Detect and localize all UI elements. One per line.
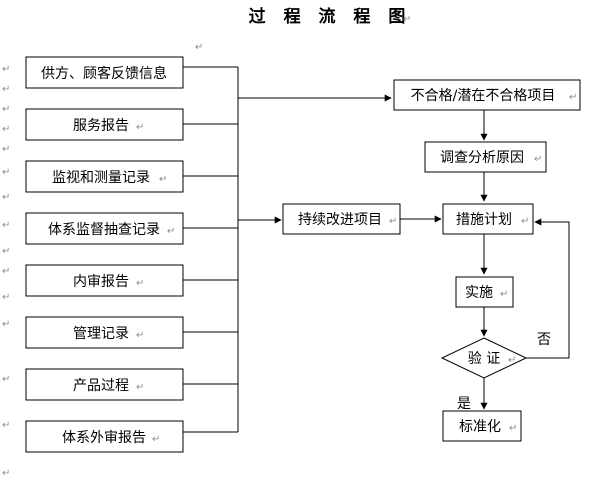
para-mark: ↵ xyxy=(136,278,144,289)
input-box-label: 产品过程 xyxy=(73,378,129,394)
input-box xyxy=(25,420,184,453)
para-mark: ↵ xyxy=(2,144,10,155)
input-box-label: 供方、顾客反馈信息 xyxy=(41,65,167,82)
input-box xyxy=(25,316,184,349)
input-boxes: 供方、顾客反馈信息 服务报告 ↵ 监视和测量记录 ↵ 体系监督抽查记录 ↵ 内审… xyxy=(25,56,184,453)
para-mark: ↵ xyxy=(521,216,529,227)
para-mark: ↵ xyxy=(2,192,10,203)
para-mark: ↵ xyxy=(389,216,397,227)
input-box-label: 体系监督抽查记录 xyxy=(48,222,160,238)
input-box-label: 内审报告 xyxy=(73,274,129,290)
input-connectors xyxy=(183,66,239,433)
node-measures xyxy=(442,203,534,235)
para-mark: ↵ xyxy=(2,468,10,479)
node-nonconform-label: 不合格/潜在不合格项目 xyxy=(411,88,556,104)
node-verify-label: 验 证 xyxy=(468,351,500,367)
input-box xyxy=(25,108,184,141)
node-measures-label: 措施计划 xyxy=(456,212,512,228)
para-mark: ↵ xyxy=(152,434,160,445)
para-mark: ↵ xyxy=(2,246,10,257)
node-analysis xyxy=(424,141,547,173)
para-mark: ↵ xyxy=(509,423,517,434)
para-mark: ↵ xyxy=(136,382,144,393)
diagram-title: 过 程 流 程 图 xyxy=(249,6,412,27)
para-mark: ↵ xyxy=(195,42,203,53)
input-box xyxy=(25,56,184,89)
edge-label-no: 否 xyxy=(537,332,551,348)
para-mark: ↵ xyxy=(534,154,542,165)
input-box-label: 体系外审报告 xyxy=(62,430,146,446)
para-mark: ↵ xyxy=(167,226,175,237)
para-mark: ↵ xyxy=(2,420,10,431)
para-mark: ↵ xyxy=(500,289,508,300)
input-box-label: 服务报告 xyxy=(73,118,129,134)
edge-label-yes: 是 xyxy=(457,396,471,412)
para-mark: ↵ xyxy=(2,292,10,303)
para-mark: ↵ xyxy=(569,92,577,103)
node-standardize xyxy=(442,410,522,442)
node-standardize-label: 标准化 xyxy=(459,419,501,435)
node-implement-label: 实施 xyxy=(465,285,493,301)
para-mark: ↵ xyxy=(2,64,10,75)
node-nonconform xyxy=(393,79,581,111)
input-box xyxy=(25,264,184,297)
para-mark: ↵ xyxy=(159,174,167,185)
para-mark: ↵ xyxy=(2,220,10,231)
para-mark: ↵ xyxy=(2,84,10,95)
para-mark: ↵ xyxy=(136,122,144,133)
title-para-mark: ↵ xyxy=(403,14,411,25)
input-box xyxy=(25,160,184,193)
node-improve-label: 持续改进项目 xyxy=(298,211,382,228)
node-improve xyxy=(282,203,401,235)
arrow-verify-no-loop xyxy=(526,218,570,359)
para-mark: ↵ xyxy=(136,330,144,341)
input-box xyxy=(25,368,184,401)
left-para-marks: ↵ ↵ ↵ ↵ ↵ ↵ ↵ ↵ ↵ ↵ ↵ ↵ ↵ ↵ ↵ ↵ xyxy=(2,42,203,479)
para-mark: ↵ xyxy=(2,167,10,178)
para-mark: ↵ xyxy=(2,266,10,277)
para-mark: ↵ xyxy=(2,319,10,330)
para-mark: ↵ xyxy=(508,355,516,366)
para-mark: ↵ xyxy=(2,124,10,135)
para-mark: ↵ xyxy=(2,104,10,115)
node-analysis-label: 调查分析原因 xyxy=(440,150,524,166)
input-box-label: 管理记录 xyxy=(73,326,129,342)
para-mark: ↵ xyxy=(2,374,10,385)
input-box-label: 监视和测量记录 xyxy=(52,170,150,186)
